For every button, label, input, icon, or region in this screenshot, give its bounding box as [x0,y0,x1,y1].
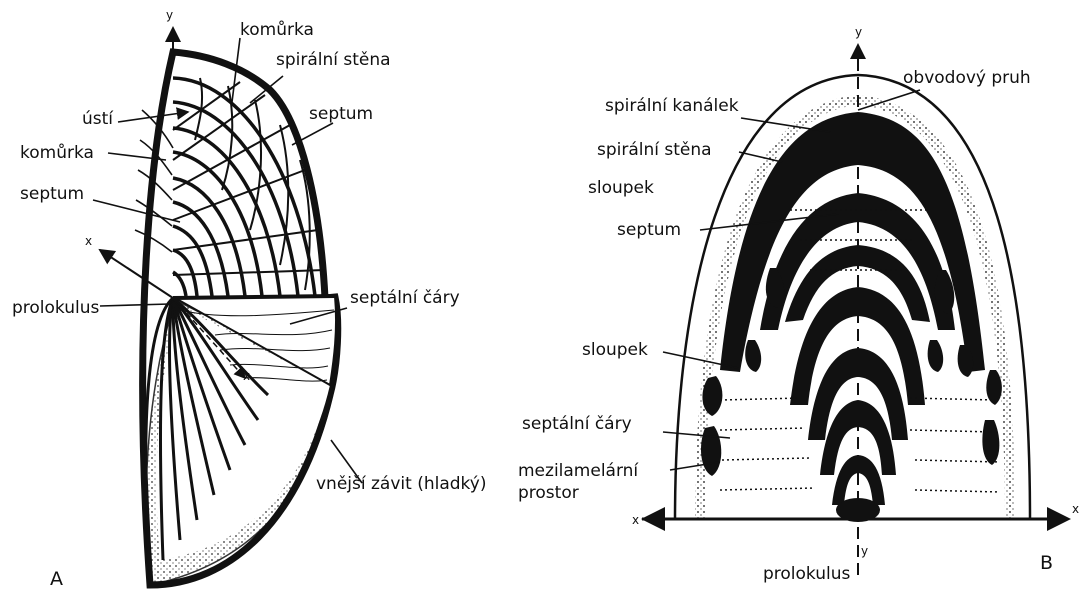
panel-b-drawing [642,45,1068,575]
label-komurka-top: komůrka [240,22,314,39]
axis-label-b-y-top: y [855,26,862,38]
label-spiralni-stena-a: spirální stěna [276,52,391,69]
label-sloupek-top: sloupek [588,180,654,197]
label-spiralni-stena-b: spirální stěna [597,142,712,159]
axis-label-a-x-lower: x [243,370,250,382]
axis-label-b-y-bottom: y [861,545,868,557]
label-septalni-cary-b: septální čáry [522,416,632,433]
label-prolokulus-b: prolokulus [763,566,850,583]
label-mezilamelarni-1: mezilamelární [518,463,638,480]
label-mezilamelarni-2: prostor [518,485,579,502]
label-septum-a-left: septum [20,186,84,203]
label-septum-b: septum [617,222,681,239]
label-septalni-cary-a: septální čáry [350,290,460,307]
label-spiralni-kanalek: spirální kanálek [605,98,739,115]
label-septum-a-right: septum [309,106,373,123]
axis-label-a-y: y [166,9,173,21]
axis-label-b-x-right: x [1072,503,1079,515]
label-sloupek-left: sloupek [582,342,648,359]
panel-letter-b: B [1040,554,1053,573]
label-prolokulus-a: prolokulus [12,300,99,317]
axis-label-b-x-left: x [632,514,639,526]
label-obvodovy-pruh: obvodový pruh [903,70,1031,87]
label-usti: ústí [82,111,113,128]
label-vnejsi-zavit: vnější závit (hladký) [316,476,486,493]
axis-label-a-x-upper: x [85,235,92,247]
label-komurka-left: komůrka [20,145,94,162]
panel-letter-a: A [50,570,63,589]
